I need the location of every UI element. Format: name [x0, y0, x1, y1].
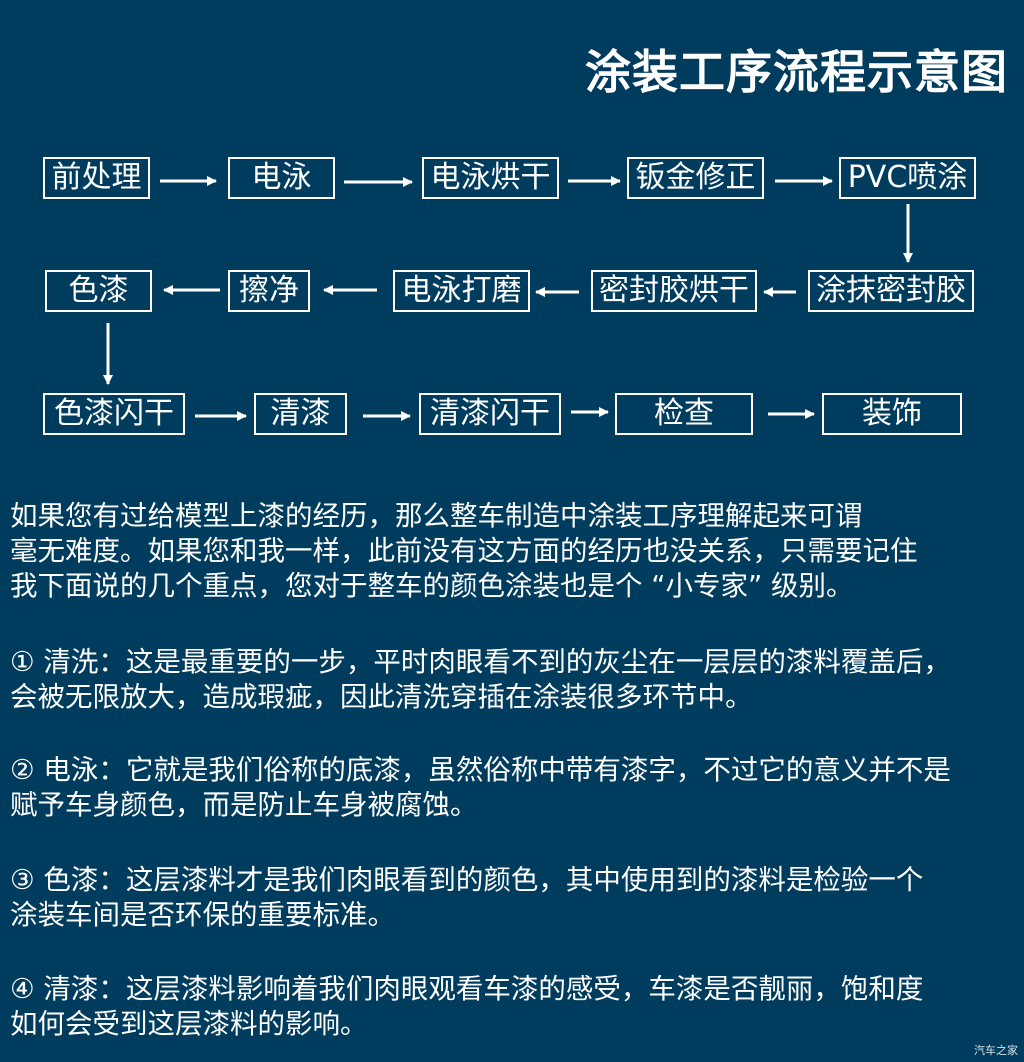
- text-line: 如果您有过给模型上漆的经历，那么整车制造中涂装工序理解起来可谓: [10, 500, 863, 532]
- text-line: 我下面说的几个重点，您对于整车的颜色涂装也是个 “小专家” 级别。: [10, 570, 854, 602]
- step-electrophoresis-sanding: 电泳打磨: [393, 270, 530, 312]
- text-line: ② 电泳：它就是我们俗称的底漆，虽然俗称中带有漆字，不过它的意义并不是: [10, 754, 951, 786]
- text-line: ① 清洗：这是最重要的一步，平时肉眼看不到的灰尘在一层层的漆料覆盖后，: [10, 646, 951, 678]
- step-clear-coat-flash-dry: 清漆闪干: [419, 393, 561, 435]
- step-pretreatment: 前处理: [43, 157, 150, 199]
- step-apply-sealant: 涂抹密封胶: [808, 270, 974, 312]
- point-cleaning: ① 清洗：这是最重要的一步，平时肉眼看不到的灰尘在一层层的漆料覆盖后， 会被无限…: [10, 645, 1020, 715]
- step-electrophoresis-drying: 电泳烘干: [422, 157, 559, 199]
- text-line: 毫无难度。如果您和我一样，此前没有这方面的经历也没关系，只需要记住: [10, 535, 918, 567]
- step-clear-coat: 清漆: [254, 393, 347, 435]
- intro-paragraph: 如果您有过给模型上漆的经历，那么整车制造中涂装工序理解起来可谓 毫无难度。如果您…: [10, 499, 1020, 604]
- step-sheet-metal-correction: 钣金修正: [627, 157, 764, 199]
- text-line: 会被无限放大，造成瑕疵，因此清洗穿插在涂装很多环节中。: [10, 681, 753, 713]
- text-line: 涂装车间是否环保的重要标准。: [10, 899, 395, 931]
- text-line: ③ 色漆：这层漆料才是我们肉眼看到的颜色，其中使用到的漆料是检验一个: [10, 864, 924, 896]
- flow-arrows: [103, 176, 913, 421]
- diagram-title: 涂装工序流程示意图: [585, 45, 1008, 99]
- point-clear-coat: ④ 清漆：这层漆料影响着我们肉眼观看车漆的感受，车漆是否靓丽，饱和度 如何会受到…: [10, 972, 1020, 1042]
- text-line: 赋予车身颜色，而是防止车身被腐蚀。: [10, 789, 478, 821]
- step-color-paint-flash-dry: 色漆闪干: [43, 393, 185, 435]
- text-line: 如何会受到这层漆料的影响。: [10, 1008, 368, 1040]
- step-wipe-clean: 擦净: [228, 270, 310, 312]
- step-inspection: 检查: [615, 393, 753, 435]
- step-decoration: 装饰: [822, 393, 962, 435]
- point-electrophoresis: ② 电泳：它就是我们俗称的底漆，虽然俗称中带有漆字，不过它的意义并不是 赋予车身…: [10, 753, 1020, 823]
- step-pvc-spraying: PVC喷涂: [839, 157, 976, 199]
- step-sealant-drying: 密封胶烘干: [591, 270, 757, 312]
- step-electrophoresis: 电泳: [228, 157, 335, 199]
- watermark-logo: 汽车之家: [974, 1044, 1018, 1057]
- step-color-paint: 色漆: [45, 270, 152, 312]
- text-line: ④ 清漆：这层漆料影响着我们肉眼观看车漆的感受，车漆是否靓丽，饱和度: [10, 973, 924, 1005]
- point-color-paint: ③ 色漆：这层漆料才是我们肉眼看到的颜色，其中使用到的漆料是检验一个 涂装车间是…: [10, 863, 1020, 933]
